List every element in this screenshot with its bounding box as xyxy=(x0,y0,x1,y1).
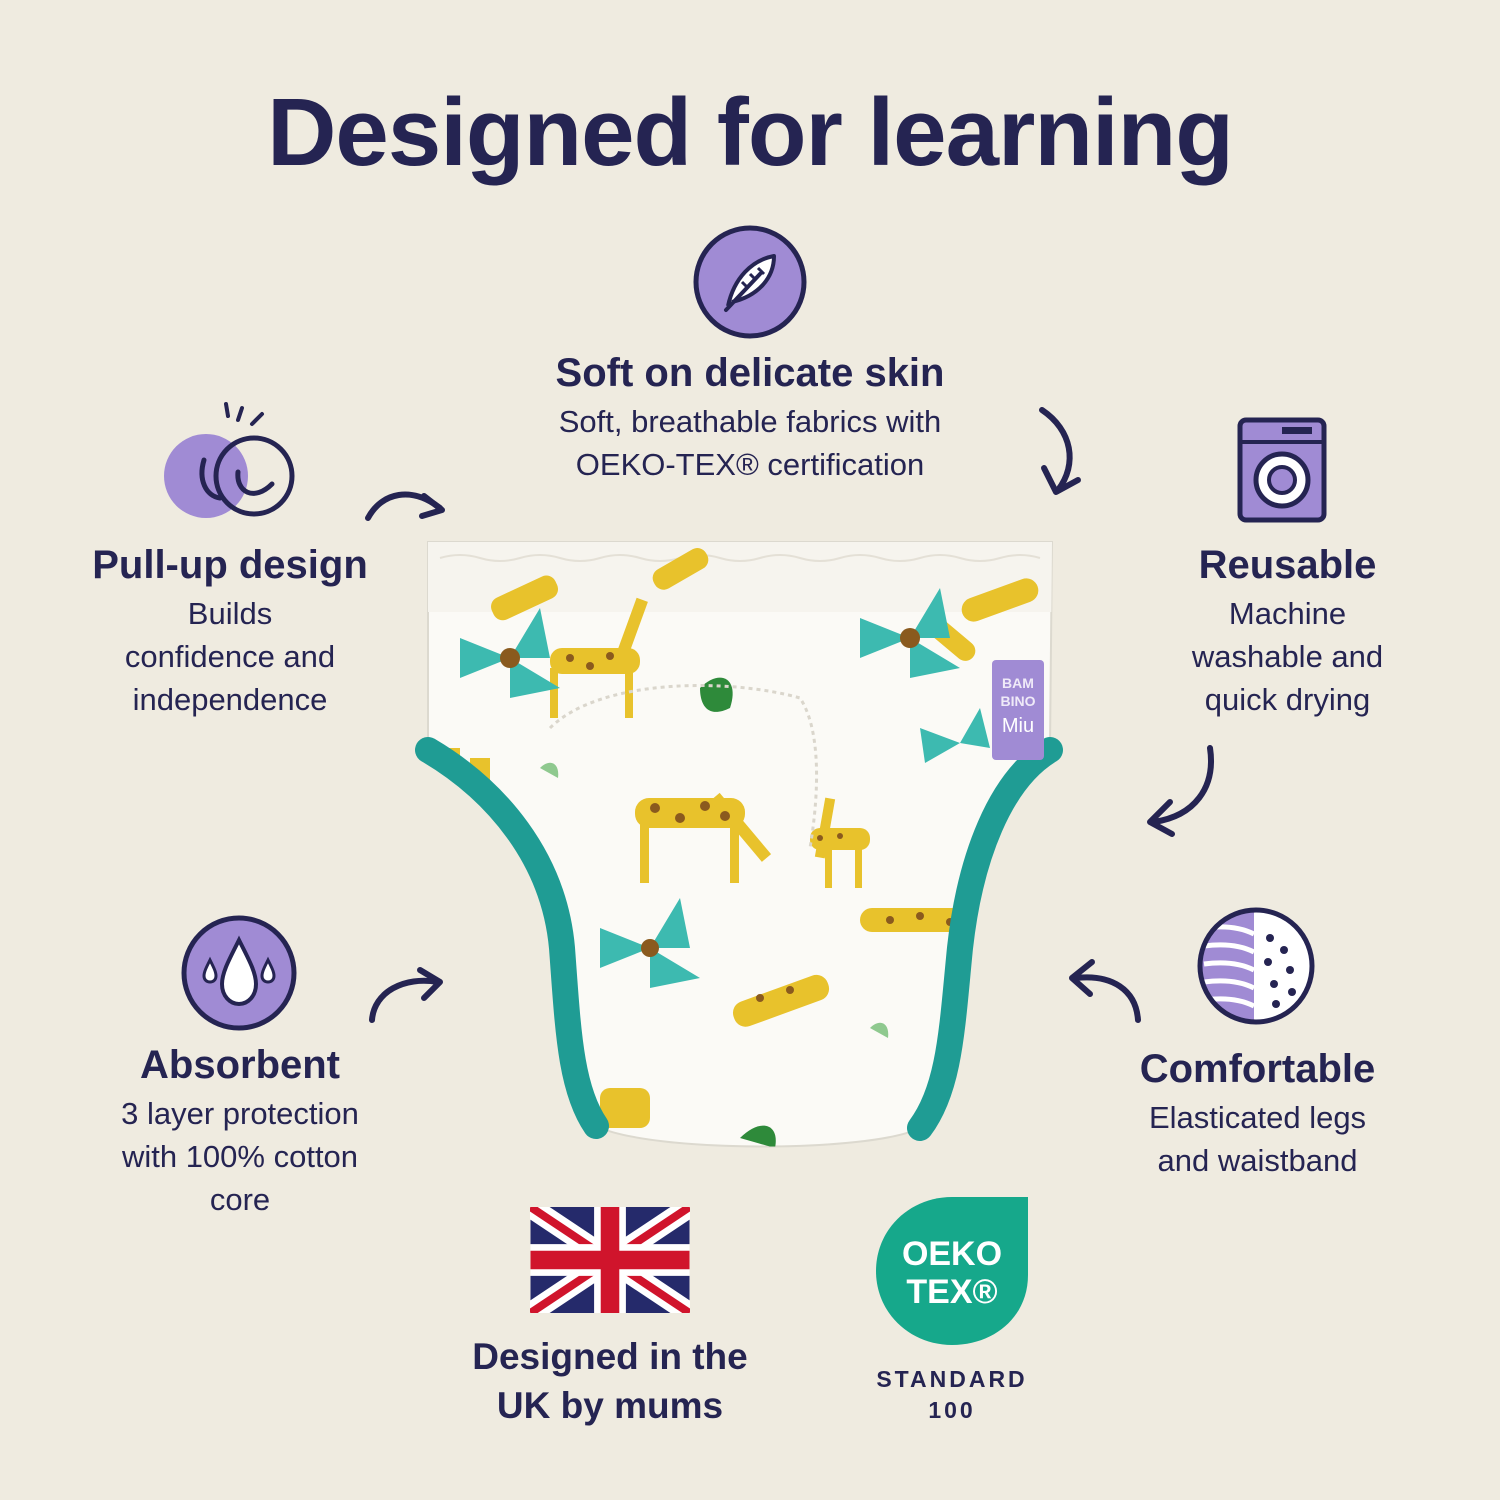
feature-absorbent: Absorbent 3 layer protection with 100% c… xyxy=(60,1042,420,1221)
feather-icon xyxy=(690,222,810,342)
page-title: Designed for learning xyxy=(267,79,1234,186)
feature-soft-title: Soft on delicate skin xyxy=(555,351,945,395)
feature-reusable-text-1: Machine xyxy=(1228,596,1347,631)
oeko-tex-logo: OEKO TEX® xyxy=(874,1195,1030,1347)
fabric-layers-icon xyxy=(1194,904,1318,1028)
washing-machine-icon xyxy=(1232,412,1332,528)
arrow-icon xyxy=(369,967,443,1023)
brand-tag-line3: Miu xyxy=(1002,715,1034,737)
oeko-line2: TEX® xyxy=(906,1273,997,1311)
feature-absorbent-text-3: core xyxy=(209,1182,271,1217)
oeko-standard-line2: 100 xyxy=(928,1397,976,1423)
feature-absorbent-text-1: 3 layer protection xyxy=(121,1096,359,1131)
feature-pullup: Pull-up design Builds confidence and ind… xyxy=(40,542,420,721)
feature-reusable-text-3: quick drying xyxy=(1204,682,1371,717)
feature-reusable: Reusable Machine washable and quick dryi… xyxy=(1115,542,1460,721)
arrow-icon xyxy=(1069,959,1141,1023)
water-drops-icon xyxy=(178,912,300,1034)
brand-tag-line1: BAM xyxy=(1002,675,1034,691)
oeko-line1: OEKO xyxy=(902,1235,1002,1273)
feature-pullup-text-3: independence xyxy=(132,682,328,717)
feature-soft-text-1: Soft, breathable fabrics with xyxy=(558,404,942,439)
uk-designed-text: Designed in the UK by mums xyxy=(420,1332,800,1430)
feature-comfortable-title: Comfortable xyxy=(1139,1047,1376,1091)
feature-absorbent-text-2: with 100% cotton xyxy=(121,1139,359,1174)
feature-reusable-title: Reusable xyxy=(1198,543,1377,587)
oeko-standard-line1: STANDARD xyxy=(876,1366,1028,1392)
feature-comfortable-text-1: Elasticated legs xyxy=(1148,1100,1367,1135)
arrow-icon xyxy=(1039,407,1081,495)
feature-pullup-text-1: Builds xyxy=(187,596,273,631)
union-jack-flag-icon xyxy=(524,1198,696,1322)
training-pants-image: BAM BINO Miu xyxy=(400,528,1080,1168)
feature-soft: Soft on delicate skin Soft, breathable f… xyxy=(430,350,1070,486)
arrow-icon xyxy=(1147,745,1214,837)
uk-line-1: Designed in the xyxy=(472,1336,748,1377)
arrow-icon xyxy=(365,491,445,521)
feature-absorbent-title: Absorbent xyxy=(140,1043,340,1087)
feature-comfortable-text-2: and waistband xyxy=(1157,1143,1358,1178)
feature-reusable-text-2: washable and xyxy=(1191,639,1384,674)
feature-pullup-title: Pull-up design xyxy=(92,543,368,587)
feature-soft-text-2: OEKO-TEX® certification xyxy=(575,447,925,482)
happy-faces-icon xyxy=(158,400,308,525)
uk-line-2: UK by mums xyxy=(496,1385,724,1426)
oeko-standard-text: STANDARD 100 xyxy=(852,1364,1052,1426)
brand-tag: BAM BINO Miu xyxy=(992,660,1044,760)
brand-tag-line2: BINO xyxy=(1001,693,1036,709)
feature-pullup-text-2: confidence and xyxy=(124,639,336,674)
feature-comfortable: Comfortable Elasticated legs and waistba… xyxy=(1090,1046,1425,1182)
